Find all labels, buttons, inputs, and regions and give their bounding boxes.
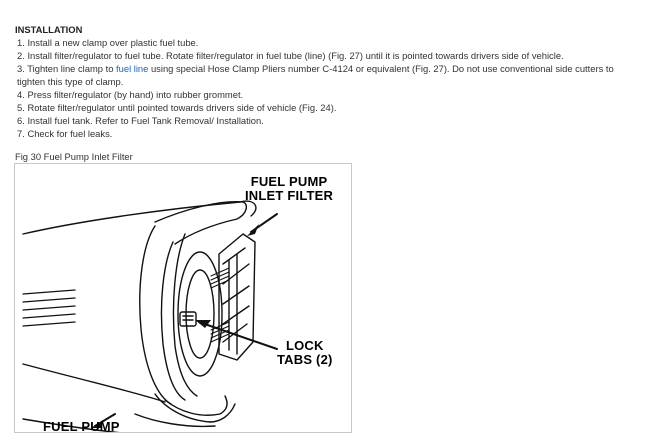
step-number: 2. xyxy=(17,50,25,61)
figure-caption: Fig 30 Fuel Pump Inlet Filter xyxy=(15,151,133,162)
step-item: 1. Install a new clamp over plastic fuel… xyxy=(15,36,641,49)
step-number: 3. xyxy=(17,63,25,74)
step-item: 4. Press filter/regulator (by hand) into… xyxy=(15,88,641,101)
step-text: Check for fuel leaks. xyxy=(27,128,113,139)
step-text: Install filter/regulator to fuel tube. R… xyxy=(27,50,564,61)
lock-tabs-label: LOCK TABS (2) xyxy=(277,339,333,367)
step-number: 1. xyxy=(17,37,25,48)
step-text: Install fuel tank. Refer to Fuel Tank Re… xyxy=(27,115,264,126)
fuel-pump-label: FUEL PUMP xyxy=(43,420,120,433)
section-heading: INSTALLATION xyxy=(15,24,83,35)
step-text: Rotate filter/regulator until pointed to… xyxy=(27,102,337,113)
pump-top-flange xyxy=(154,201,248,245)
filter-housing xyxy=(218,233,256,361)
step-text: Press filter/regulator (by hand) into ru… xyxy=(27,89,244,100)
installation-section: INSTALLATION 1. Install a new clamp over… xyxy=(15,23,641,140)
step-text-after: using special Hose Clamp Pliers number C… xyxy=(17,63,614,87)
filter-label-line1: FUEL PUMP xyxy=(250,174,328,189)
step-item: 6. Install fuel tank. Refer to Fuel Tank… xyxy=(15,114,641,127)
fuel-pump-illustration: FUEL PUMP INLET FILTER LOCK TABS (2) FUE… xyxy=(14,163,352,433)
cap-face xyxy=(177,251,223,377)
lock-tabs-label-line1: LOCK xyxy=(285,338,324,353)
step-number: 5. xyxy=(17,102,25,113)
pump-body-top xyxy=(22,201,241,235)
pump-body-bottom xyxy=(22,363,166,403)
step-item: 2. Install filter/regulator to fuel tube… xyxy=(15,49,641,62)
lock-tabs-label-line2: TABS (2) xyxy=(277,352,333,367)
step-item: 5. Rotate filter/regulator until pointed… xyxy=(15,101,641,114)
step-number: 7. xyxy=(17,128,25,139)
tabs-leader-line xyxy=(198,321,278,350)
step-item: 7. Check for fuel leaks. xyxy=(15,127,641,140)
step-number: 4. xyxy=(17,89,25,100)
step-item: 3. Tighten line clamp to fuel line using… xyxy=(15,62,641,88)
fuel-line-link[interactable]: fuel line xyxy=(116,63,149,74)
step-text: Install a new clamp over plastic fuel tu… xyxy=(27,37,199,48)
step-text-before: Tighten line clamp to xyxy=(27,63,117,74)
illustration-drawing xyxy=(22,200,278,432)
step-number: 6. xyxy=(17,115,25,126)
pump-cap-outline xyxy=(139,225,172,405)
lock-tab xyxy=(179,311,197,327)
filter-label: FUEL PUMP INLET FILTER xyxy=(245,175,333,203)
filter-label-line2: INLET FILTER xyxy=(245,188,334,203)
installation-steps: 1. Install a new clamp over plastic fuel… xyxy=(15,36,641,140)
fuel-pump-label-line1: FUEL PUMP xyxy=(43,419,120,433)
